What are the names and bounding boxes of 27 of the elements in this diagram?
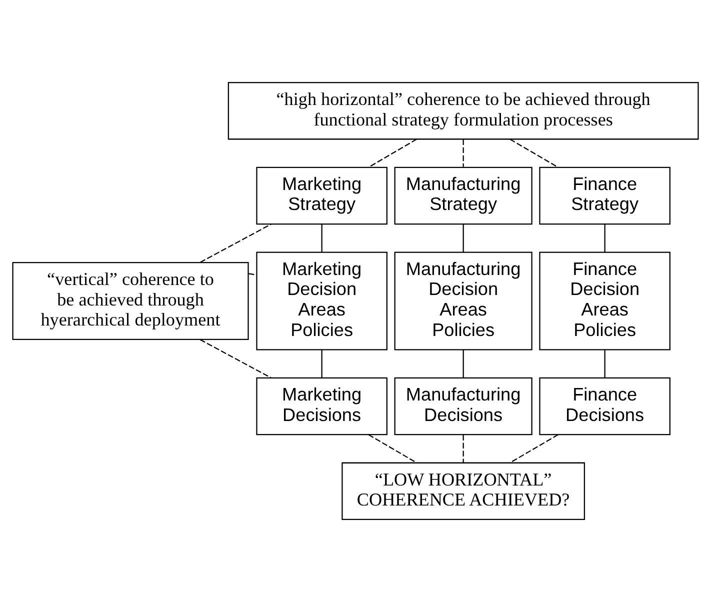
connector <box>321 350 322 378</box>
connector <box>462 434 464 462</box>
node-box: Marketing Decisions <box>256 377 388 436</box>
connector <box>200 224 272 263</box>
connector <box>462 224 464 252</box>
node-box: “vertical” coherence to be achieved through hyerarchical deployment <box>12 262 249 340</box>
node-box: Marketing Decision Areas Policies <box>256 252 388 350</box>
connector <box>200 339 272 378</box>
connector <box>462 350 464 378</box>
connector <box>368 434 417 464</box>
node-box: Finance Strategy <box>539 166 670 225</box>
node-box: Finance Decisions <box>539 377 670 436</box>
connector <box>604 224 606 252</box>
connector <box>321 224 322 252</box>
connector <box>462 139 464 167</box>
connector <box>248 273 257 276</box>
connector <box>510 138 558 168</box>
node-box: Marketing Strategy <box>256 166 388 225</box>
connector <box>368 138 417 168</box>
connector <box>510 434 558 464</box>
node-box: Finance Decision Areas Policies <box>539 252 670 350</box>
node-box: Manufacturing Strategy <box>394 166 532 225</box>
node-box: “LOW HORIZONTAL” COHERENCE ACHIEVED? <box>342 462 586 520</box>
node-box: “high horizontal” coherence to be achieved through functional strategy formulation processes <box>228 82 699 140</box>
node-box: Manufacturing Decisions <box>394 377 532 436</box>
connector <box>604 350 606 378</box>
node-box: Manufacturing Decision Areas Policies <box>394 252 532 350</box>
